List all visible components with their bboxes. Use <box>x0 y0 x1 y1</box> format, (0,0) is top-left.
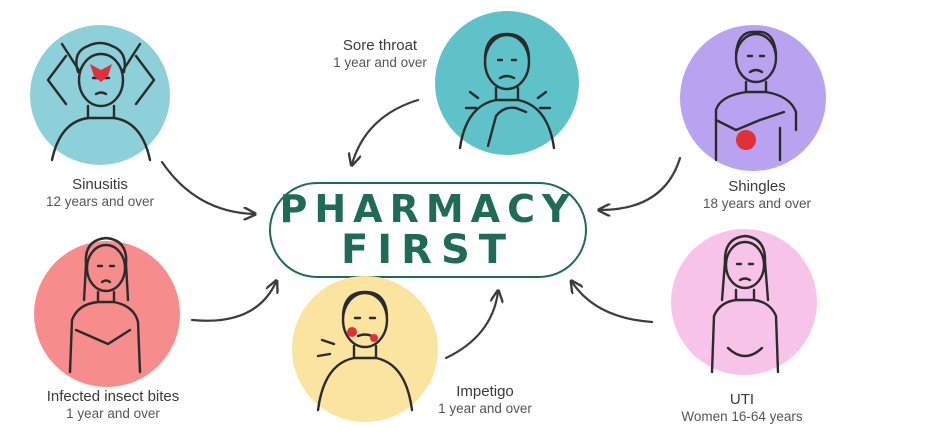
center-pill <box>269 182 587 278</box>
condition-name: UTI <box>729 391 755 408</box>
impetigo-label: Impetigo 1 year and over <box>405 383 565 417</box>
uti-illustration <box>671 229 817 375</box>
arrow-impetigo <box>444 292 498 360</box>
insect-bites-label: Infected insect bites 1 year and over <box>16 388 210 422</box>
arrow-shingles <box>600 156 682 210</box>
sinus-pain-icon <box>90 64 112 82</box>
arrow-uti <box>572 282 654 324</box>
condition-age: 1 year and over <box>438 401 532 416</box>
sore-throat-circle <box>435 11 579 155</box>
uti-label: UTI Women 16-64 years <box>660 391 824 425</box>
shingles-circle <box>680 25 826 171</box>
arrow-sinusitis <box>160 160 254 214</box>
sore-throat-illustration <box>435 11 579 155</box>
condition-name: Infected insect bites <box>46 388 180 405</box>
condition-name: Shingles <box>728 178 786 195</box>
condition-age: 12 years and over <box>45 194 155 209</box>
uti-circle <box>671 229 817 375</box>
sore-throat-label: Sore throat 1 year and over <box>300 37 460 71</box>
arrow-sore-throat <box>352 98 420 164</box>
insect-bites-circle <box>34 241 180 387</box>
insect-bites-illustration <box>34 236 180 387</box>
impetigo-illustration <box>292 276 438 422</box>
shingles-label: Shingles 18 years and over <box>677 178 837 212</box>
condition-age: 18 years and over <box>702 196 812 211</box>
condition-age: Women 16-64 years <box>681 409 803 424</box>
sore-icon <box>370 334 378 342</box>
impetigo-circle <box>292 276 438 422</box>
condition-name: Impetigo <box>456 383 514 400</box>
sinusitis-circle <box>30 25 170 165</box>
condition-name: Sore throat <box>342 37 418 54</box>
sinusitis-label: Sinusitis 12 years and over <box>20 176 180 210</box>
sore-icon <box>347 327 357 337</box>
condition-name: Sinusitis <box>72 176 128 193</box>
condition-age: 1 year and over <box>333 55 427 70</box>
arrow-insect-bites <box>190 282 276 322</box>
shingles-illustration <box>680 25 826 171</box>
condition-age: 1 year and over <box>66 406 160 421</box>
sinusitis-illustration <box>30 25 170 165</box>
rash-icon <box>736 130 756 150</box>
